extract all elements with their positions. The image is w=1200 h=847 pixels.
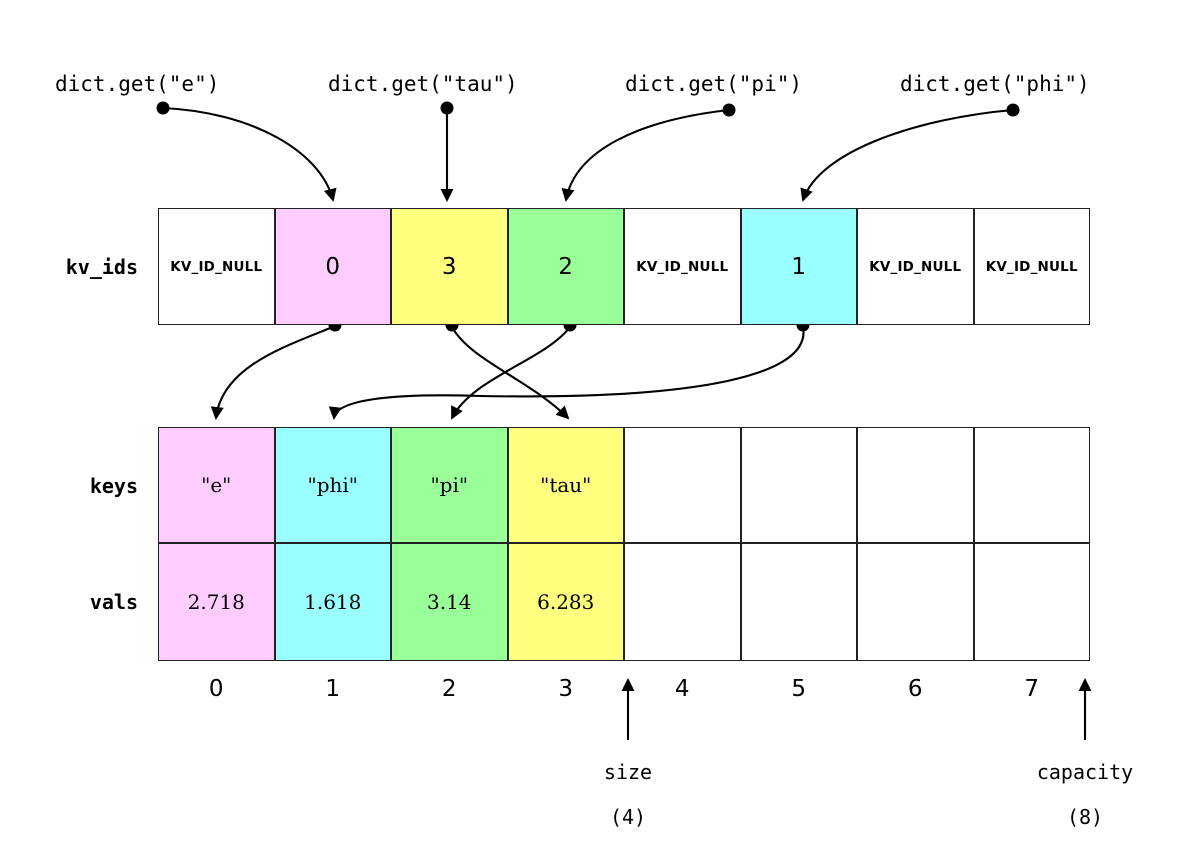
- index-label-7: 7: [1024, 676, 1040, 702]
- row-label-kv-ids: kv_ids: [65, 255, 138, 279]
- keys-cell-4: [624, 427, 741, 543]
- size-annotation-value: (4): [609, 805, 647, 829]
- call-label-pi: dict.get("pi"): [625, 72, 803, 96]
- kv-ids-cell-0: KV_ID_NULL: [158, 208, 275, 325]
- kv-ids-cell-5-text: 1: [791, 253, 807, 280]
- vals-cell-3-text: 6.283: [537, 590, 595, 614]
- row-label-keys: keys: [89, 474, 138, 498]
- keys-cell-2-text: "pi": [430, 473, 469, 497]
- keys-cell-3-text: "tau": [540, 473, 592, 497]
- index-label-2: 2: [441, 676, 457, 702]
- origin-dot-tau: [440, 101, 454, 115]
- indirection-arrow-slot2: [451, 326, 570, 420]
- keys-cell-7: [973, 427, 1090, 543]
- kv-ids-cell-2: 3: [391, 208, 508, 325]
- keys-cell-0: "e": [158, 427, 275, 543]
- size-annotation: size (4): [568, 760, 688, 829]
- kv-ids-cell-4: KV_ID_NULL: [624, 208, 741, 325]
- kv-ids-cell-1-text: 0: [325, 253, 341, 280]
- vals-cell-6: [857, 543, 974, 661]
- origin-dot-e: [156, 101, 170, 115]
- vals-cell-7: [973, 543, 1090, 661]
- vals-cell-2: 3.14: [391, 543, 508, 661]
- kv-ids-cell-5: 1: [740, 208, 857, 325]
- kv-ids-cell-0-text: KV_ID_NULL: [170, 258, 263, 275]
- kv-ids-cell-4-text: KV_ID_NULL: [636, 258, 729, 275]
- kv-ids-cell-7: KV_ID_NULL: [973, 208, 1090, 325]
- lookup-origin-dots: [156, 101, 1020, 117]
- indirection-arrow-slot3: [451, 326, 571, 420]
- row-label-vals: vals: [89, 590, 138, 614]
- size-annotation-label: size: [603, 760, 653, 784]
- capacity-annotation-label: capacity: [1036, 760, 1134, 784]
- kv-ids-cell-1: 0: [274, 208, 391, 325]
- keys-cell-1-text: "phi": [307, 473, 358, 497]
- indirection-arrow-slot1: [210, 325, 336, 420]
- index-label-0: 0: [208, 676, 224, 702]
- index-label-5: 5: [791, 676, 807, 702]
- lookup-arrow-e: [162, 106, 337, 202]
- kv-ids-cell-2-text: 3: [441, 253, 457, 280]
- call-label-phi: dict.get("phi"): [900, 72, 1090, 96]
- keys-cell-0-text: "e": [201, 473, 232, 497]
- vals-cell-4: [624, 543, 741, 661]
- index-label-6: 6: [907, 676, 923, 702]
- call-label-e: dict.get("e"): [55, 72, 220, 96]
- kv-ids-cell-6-text: KV_ID_NULL: [869, 258, 962, 275]
- kv-ids-cell-3-text: 2: [558, 253, 574, 280]
- capacity-annotation-value: (8): [1066, 805, 1104, 829]
- keys-cell-6: [857, 427, 974, 543]
- keys-cell-5: [740, 427, 857, 543]
- lookup-arrow-phi: [800, 108, 1014, 202]
- kv-ids-cell-7-text: KV_ID_NULL: [985, 258, 1078, 275]
- keys-cell-3: "tau": [507, 427, 624, 543]
- keys-cell-2: "pi": [391, 427, 508, 543]
- vals-cell-0-text: 2.718: [187, 590, 245, 614]
- lookup-arrow-pi: [561, 108, 730, 202]
- vals-cell-0: 2.718: [158, 543, 275, 661]
- vals-cell-3: 6.283: [507, 543, 624, 661]
- index-label-1: 1: [325, 676, 341, 702]
- vals-cell-2-text: 3.14: [426, 590, 472, 614]
- index-label-4: 4: [674, 676, 690, 702]
- vals-cell-5: [740, 543, 857, 661]
- keys-cell-1: "phi": [274, 427, 391, 543]
- vals-cell-1-text: 1.618: [304, 590, 362, 614]
- call-label-tau: dict.get("tau"): [328, 72, 518, 96]
- kv-ids-cell-3: 2: [507, 208, 624, 325]
- vals-cell-1: 1.618: [274, 543, 391, 661]
- capacity-annotation: capacity (8): [1010, 760, 1160, 829]
- indirection-arrow-slot5: [328, 326, 805, 420]
- origin-dot-pi: [722, 103, 736, 117]
- origin-dot-phi: [1006, 103, 1020, 117]
- index-label-3: 3: [558, 676, 574, 702]
- kv-ids-cell-6: KV_ID_NULL: [857, 208, 974, 325]
